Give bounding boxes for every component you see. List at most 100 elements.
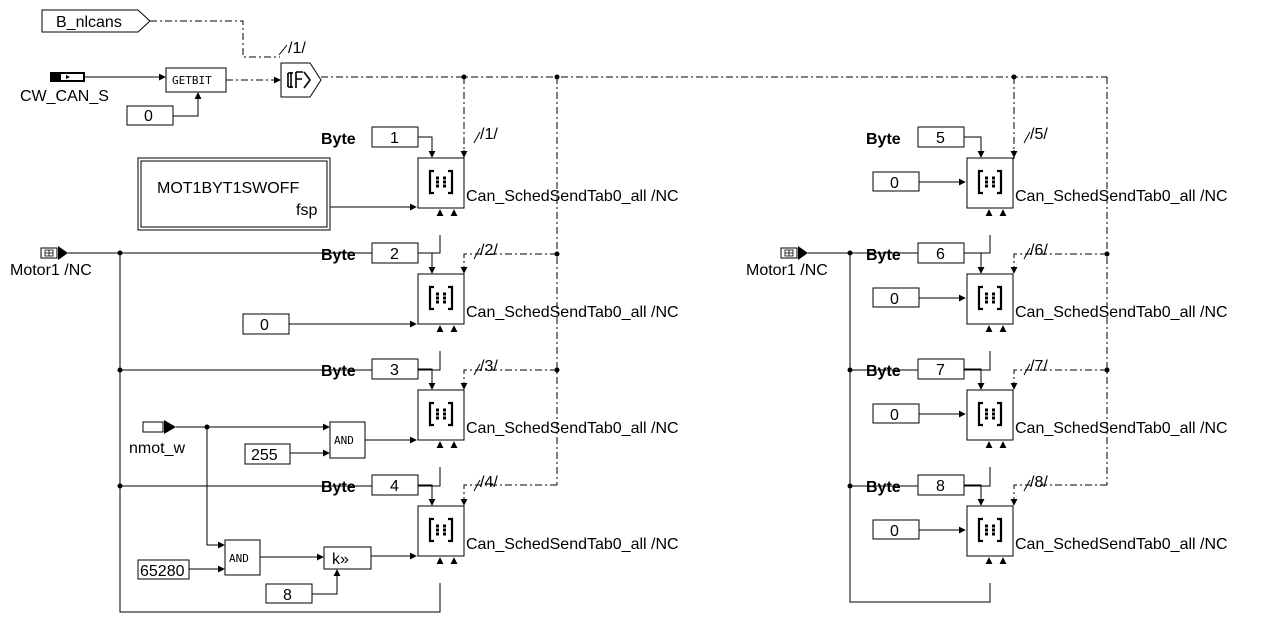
and-block-low[interactable]: AND	[329, 421, 366, 459]
trigger-drop-byte8	[1013, 484, 1107, 505]
trigger-drop-byte7	[1013, 369, 1107, 390]
byte-label: Byte	[866, 363, 901, 380]
sched-output-label: Can_SchedSendTab0_all /NC	[466, 536, 679, 553]
bus-input-right[interactable]	[780, 246, 808, 260]
call-tag: /7/	[1030, 358, 1048, 375]
call-tag-slash	[278, 44, 288, 56]
byte-number: 7	[936, 362, 945, 379]
byte-label: Byte	[321, 363, 356, 380]
svg-text:0: 0	[890, 175, 899, 192]
byte-number-box[interactable]: 2	[371, 242, 419, 264]
svg-text:65280: 65280	[140, 563, 185, 580]
getbit-bit-constant[interactable]: 0	[126, 105, 174, 126]
call-tag-if: /1/	[288, 40, 306, 57]
call-tag: /4/	[480, 474, 498, 491]
wire-8-to-shift	[312, 569, 341, 595]
byte-number-box[interactable]: 8	[917, 474, 965, 496]
can-send-block[interactable]	[417, 273, 465, 325]
call-tag: /6/	[1030, 242, 1048, 259]
shift-right-block[interactable]: k»	[323, 546, 372, 570]
byte-number: 8	[936, 478, 945, 495]
can-byte-row: Byte 7/7/Can_SchedSendTab0_all /NC 0	[866, 358, 1228, 449]
call-tag: /1/	[480, 126, 498, 143]
bus-rail-left	[119, 253, 441, 613]
byte-number-box[interactable]: 1	[371, 126, 419, 148]
byte-number-box[interactable]: 3	[371, 358, 419, 380]
getbit-label: GETBIT	[172, 74, 212, 87]
mask-255-constant[interactable]: 255	[244, 443, 291, 465]
call-tag: /2/	[480, 242, 498, 259]
nmot-input-label: nmot_w	[129, 440, 185, 457]
byte2-value-constant[interactable]: 0	[242, 313, 290, 335]
can-send-block[interactable]	[417, 389, 465, 441]
wire-bit-to-getbit	[173, 92, 202, 117]
bus-to-byte1	[120, 235, 441, 254]
can-byte-row: Byte 6/6/Can_SchedSendTab0_all /NC 0	[866, 242, 1228, 333]
bus-to-byte7	[850, 467, 991, 487]
can-send-block[interactable]	[966, 157, 1014, 209]
if-block[interactable]	[280, 62, 322, 98]
bus-to-byte2	[120, 351, 441, 371]
can-send-block[interactable]	[966, 389, 1014, 441]
svg-text:8: 8	[283, 587, 292, 604]
mask-65280-constant[interactable]: 65280	[137, 559, 190, 580]
byte-number-wire	[418, 252, 436, 274]
getbit-block[interactable]: GETBIT	[165, 67, 227, 93]
byte-label: Byte	[321, 479, 356, 496]
data-value-constant[interactable]: 0	[872, 171, 920, 192]
byte-label: Byte	[866, 247, 901, 264]
shift-amount-constant[interactable]: 8	[265, 583, 313, 604]
sched-output-label: Can_SchedSendTab0_all /NC	[1015, 188, 1228, 205]
bus-to-byte6	[850, 351, 991, 371]
data-value-constant[interactable]: 0	[872, 403, 920, 424]
byte-number: 6	[936, 246, 945, 263]
svg-text:0: 0	[144, 108, 153, 125]
byte-number: 1	[390, 130, 399, 147]
byte-number: 3	[390, 362, 399, 379]
cw-input-port[interactable]	[50, 72, 85, 82]
sched-output-label: Can_SchedSendTab0_all /NC	[466, 188, 679, 205]
byte-number: 2	[390, 246, 399, 263]
and-block-high[interactable]: AND	[224, 539, 261, 576]
sched-output-label: Can_SchedSendTab0_all /NC	[1015, 536, 1228, 553]
can-send-block[interactable]	[417, 505, 465, 557]
can-byte-row: Byte 4/4/Can_SchedSendTab0_all /NC	[321, 474, 679, 565]
bus-to-byte5	[850, 235, 991, 254]
trigger-drop-byte2	[463, 253, 557, 274]
byte-number-wire	[418, 136, 436, 158]
can-send-block[interactable]	[417, 157, 465, 209]
data-value-constant[interactable]: 0	[872, 287, 920, 308]
calibration-block[interactable]: MOT1BYT1SWOFF fsp	[137, 157, 331, 231]
sched-output-label: Can_SchedSendTab0_all /NC	[1015, 420, 1228, 437]
sched-output-label: Can_SchedSendTab0_all /NC	[466, 420, 679, 437]
bus-rail-right	[849, 253, 991, 603]
byte-number-box[interactable]: 5	[917, 126, 965, 148]
wire-nmot-to-and-high	[206, 427, 225, 549]
call-tag: /5/	[1030, 126, 1048, 143]
byte-number-box[interactable]: 6	[917, 242, 965, 264]
byte-label: Byte	[866, 479, 901, 496]
cw-input-label: CW_CAN_S	[20, 88, 109, 105]
byte-number: 5	[936, 130, 945, 147]
nmot-input-port[interactable]	[142, 420, 176, 434]
svg-text:AND: AND	[334, 434, 354, 447]
bus-input-left-label: Motor1 /NC	[10, 262, 92, 279]
data-value-constant[interactable]: 0	[872, 519, 920, 540]
byte-number-box[interactable]: 4	[371, 474, 419, 496]
can-send-block[interactable]	[966, 273, 1014, 325]
svg-text:k»: k»	[332, 551, 349, 568]
byte-number-box[interactable]: 7	[917, 358, 965, 380]
byte-number-wire	[418, 484, 436, 506]
svg-text:0: 0	[890, 523, 899, 540]
can-send-block[interactable]	[966, 505, 1014, 557]
bus-input-left[interactable]	[40, 246, 68, 260]
byte-number-wire	[964, 368, 985, 390]
enable-input-port[interactable]: B_nlcans	[41, 9, 151, 33]
svg-text:0: 0	[890, 291, 899, 308]
svg-text:0: 0	[260, 317, 269, 334]
sched-output-label: Can_SchedSendTab0_all /NC	[1015, 304, 1228, 321]
svg-text:AND: AND	[229, 552, 249, 565]
